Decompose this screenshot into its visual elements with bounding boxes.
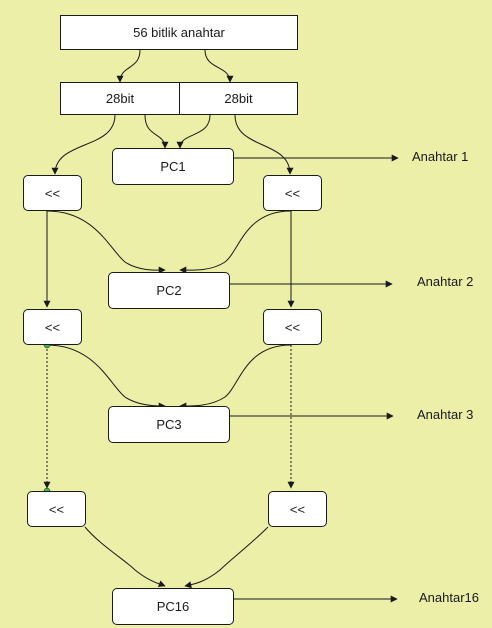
output-label-key-16: Anahtar16 [419,590,479,605]
output-label-key-1: Anahtar 1 [412,149,469,164]
arrow-key-to-right-half [204,49,234,83]
right-half-box: 28bit [179,82,298,115]
pc16-box: PC16 [112,588,234,625]
arrow-key-to-left-half [116,49,141,83]
output-label-key-2: Anahtar 2 [417,274,474,289]
arrow-shift-2-right-to-pc3 [179,344,292,410]
shift-1-left: << [23,175,82,211]
shift-16-left: << [27,491,86,527]
pc1-box: PC1 [112,148,234,185]
pc2-box: PC2 [108,272,230,309]
arrow-shift-1-right-to-pc2 [179,210,292,274]
shift-2-left: << [23,309,82,345]
key-56bit-box: 56 bitlik anahtar [60,15,298,50]
arrow-shift-16-left-to-pc16 [84,526,166,587]
shift-16-right: << [268,491,327,527]
arrow-right-half-to-shift-1-right [234,114,294,175]
arrow-left-half-to-shift-1-left [51,114,116,175]
output-label-key-3: Anahtar 3 [417,407,474,422]
arrow-right-half-to-pc1 [176,114,211,149]
arrow-left-half-to-pc1 [144,114,169,149]
shift-2-right: << [263,309,322,345]
left-half-box: 28bit [60,82,180,115]
shift-1-right: << [263,175,322,211]
arrow-shift-16-right-to-pc16 [184,526,269,589]
pc3-box: PC3 [108,406,230,443]
arrow-shift-1-left-to-pc2 [46,210,166,274]
arrow-shift-2-left-to-pc3 [46,344,166,410]
